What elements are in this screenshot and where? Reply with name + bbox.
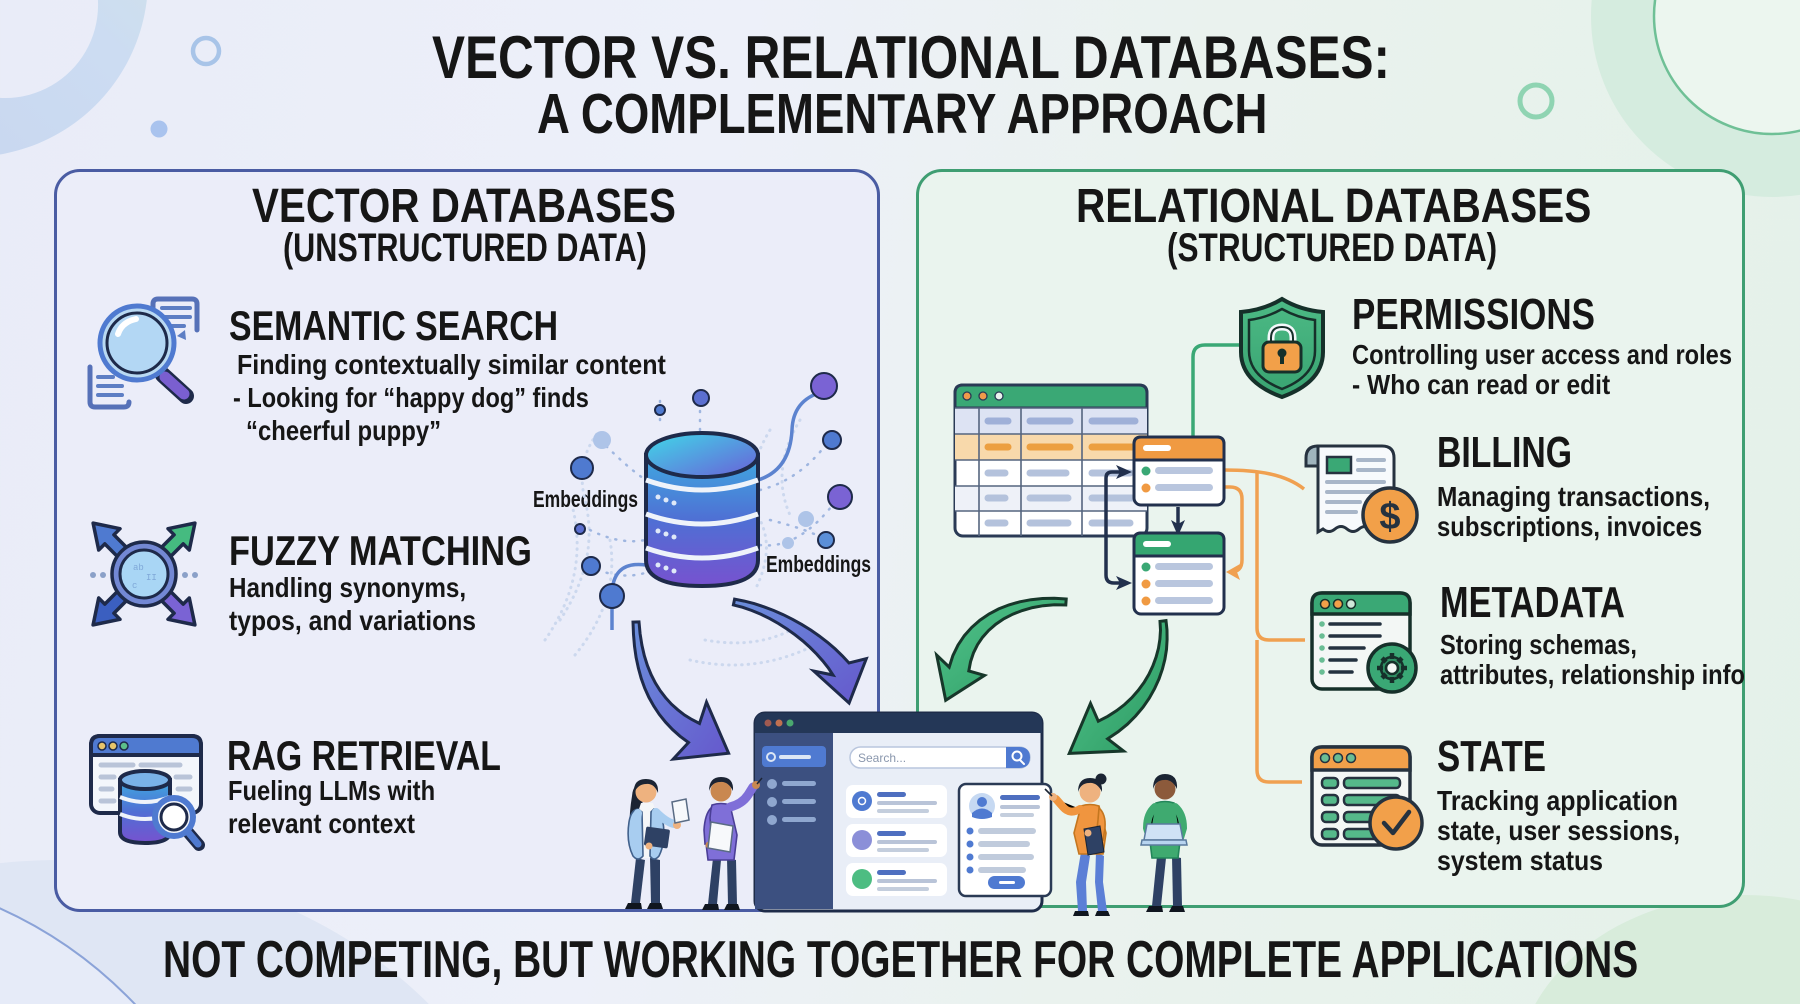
svg-text:c: c — [132, 581, 137, 591]
svg-text:$: $ — [1379, 496, 1400, 538]
svg-text:ab: ab — [133, 563, 144, 573]
svg-text:II: II — [146, 573, 157, 583]
svg-text:Search...: Search... — [858, 751, 906, 765]
